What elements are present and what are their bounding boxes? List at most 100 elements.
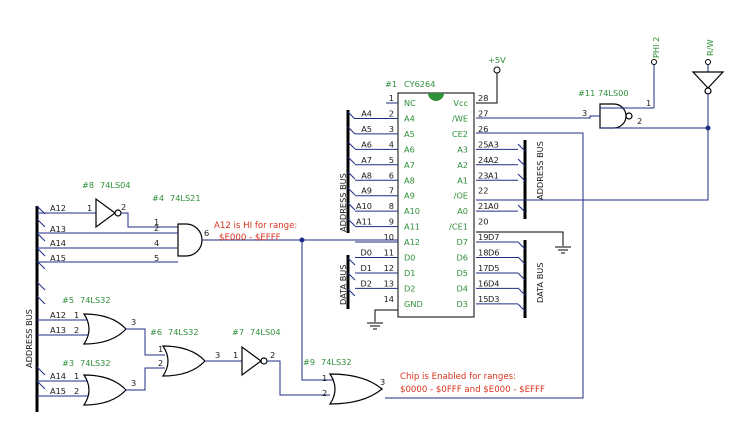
vcc-terminal (493, 66, 501, 74)
u9-or-gate (328, 373, 383, 405)
chip-pin-number: 23 (478, 170, 488, 180)
chip-pin-number: 26 (478, 124, 488, 134)
svg-text:A15: A15 (50, 386, 66, 396)
rw-terminal (705, 59, 711, 65)
svg-text:3: 3 (380, 377, 385, 387)
chip-pin-number: 1 (389, 93, 394, 103)
chip-pin-name: A6 (404, 144, 415, 154)
chip-pin-number: 21 (478, 201, 488, 211)
u9-ref: #9 (303, 357, 315, 367)
u7-ref: #7 (232, 327, 244, 337)
chip-pin-signal: D1 (360, 263, 372, 273)
u4-ref: #4 (152, 193, 164, 203)
chip-pin-name: A12 (404, 237, 420, 247)
chip-pin-name: A11 (404, 222, 420, 232)
chip-pin-name: /WE (452, 113, 468, 123)
chip-pin-number: 6 (389, 170, 394, 180)
chip-pin-signal: D6 (488, 248, 500, 258)
chip-pin-name: A4 (404, 113, 415, 123)
svg-text:1: 1 (158, 344, 163, 354)
chip-part: CY6264 (404, 79, 435, 89)
svg-text:2: 2 (121, 202, 126, 212)
note-a12-line2: $E000 - $EFFF (219, 233, 281, 243)
chip-left-pins: NC1A42A4A53A5A64A6A75A7A86A8A97A9A108A10… (355, 93, 423, 309)
chip-pin-name: A0 (457, 206, 468, 216)
svg-text:2: 2 (637, 116, 642, 126)
svg-text:1: 1 (74, 371, 79, 381)
u8-inverter (95, 197, 117, 229)
chip-pin-number: 14 (384, 294, 394, 304)
chip-pin-name: A7 (404, 160, 415, 170)
svg-text:A13: A13 (50, 325, 66, 335)
svg-text:1: 1 (233, 350, 238, 360)
svg-text:2: 2 (74, 386, 79, 396)
svg-text:3: 3 (131, 378, 136, 388)
chip-pin-name: Vcc (453, 98, 468, 108)
u4-part: 74LS21 (170, 193, 201, 203)
u6-or-gate (161, 345, 206, 377)
chip-pin-number: 22 (478, 186, 488, 196)
chip-pin-signal: A9 (361, 186, 372, 196)
chip-pin-signal: D2 (360, 278, 372, 288)
chip-pin-name: GND (404, 299, 423, 309)
note-a12-line1: A12 is HI for range: (214, 221, 297, 231)
chip-pin-signal: D4 (488, 278, 500, 288)
chip-pin-name: /CE1 (449, 222, 468, 232)
u9-part: 74LS32 (321, 357, 352, 367)
chip-ref: #1 (385, 79, 397, 89)
rw-label: R/W (705, 39, 715, 56)
chip-pin-name: D0 (404, 253, 416, 263)
svg-text:A14: A14 (50, 238, 66, 248)
u3-or-gate (82, 374, 127, 406)
svg-text:3: 3 (582, 108, 587, 118)
svg-text:A13: A13 (50, 224, 66, 234)
chip-pin-signal: A11 (356, 217, 372, 227)
chip-pin-name: A5 (404, 129, 415, 139)
chip-pin-signal: A6 (361, 139, 372, 149)
svg-text:A14: A14 (50, 371, 66, 381)
u6-part: 74LS32 (168, 327, 199, 337)
chip-pin-name: D5 (456, 268, 468, 278)
chip-pin-signal: D0 (360, 248, 372, 258)
svg-text:1: 1 (154, 217, 159, 227)
chip-pin-name: D4 (456, 283, 468, 293)
chip-pin-name: D6 (456, 253, 468, 263)
vcc-label: +5V (488, 55, 506, 65)
u7-inverter (241, 345, 263, 377)
note-enable-line1: Chip is Enabled for ranges: (400, 372, 516, 382)
svg-text:3: 3 (131, 317, 136, 327)
svg-text:4: 4 (154, 238, 159, 248)
chip-pin-number: 20 (478, 217, 488, 227)
chip-pin-name: D2 (404, 283, 416, 293)
chip-pin-number: 12 (384, 263, 394, 273)
chip-pin-name: A10 (404, 206, 420, 216)
address-bus-label-chip-left: ADDRESS BUS (338, 173, 348, 232)
ground-symbol-ce1 (476, 231, 571, 254)
u11-ref: #11 (578, 88, 595, 98)
data-bus-label-chip-left: DATA BUS (338, 265, 348, 306)
chip-pin-number: 10 (384, 232, 394, 242)
chip-pin-signal: A7 (361, 155, 372, 165)
svg-text:A12: A12 (50, 310, 66, 320)
svg-text:2: 2 (322, 388, 327, 398)
chip-pin-signal: A4 (361, 108, 372, 118)
chip-pin-number: 7 (389, 186, 394, 196)
svg-text:6: 6 (204, 228, 209, 238)
chip-pin-number: 17 (478, 263, 488, 273)
chip-pin-signal: D5 (488, 263, 500, 273)
chip-pin-number: 13 (384, 278, 394, 288)
u5-ref: #5 (62, 295, 74, 305)
chip-pin-signal: A2 (488, 155, 499, 165)
chip-pin-name: A1 (457, 175, 468, 185)
address-bus-label-chip-right: ADDRESS BUS (535, 141, 545, 200)
data-bus-label-chip-right: DATA BUS (535, 263, 545, 304)
svg-text:1: 1 (322, 373, 327, 383)
address-bus-label-main: ADDRESS BUS (24, 309, 34, 368)
chip-pin-number: 18 (478, 248, 488, 258)
u4-and-gate (177, 223, 203, 257)
svg-text:A15: A15 (50, 253, 66, 263)
chip-pin-number: 4 (389, 139, 394, 149)
svg-text:2: 2 (74, 325, 79, 335)
